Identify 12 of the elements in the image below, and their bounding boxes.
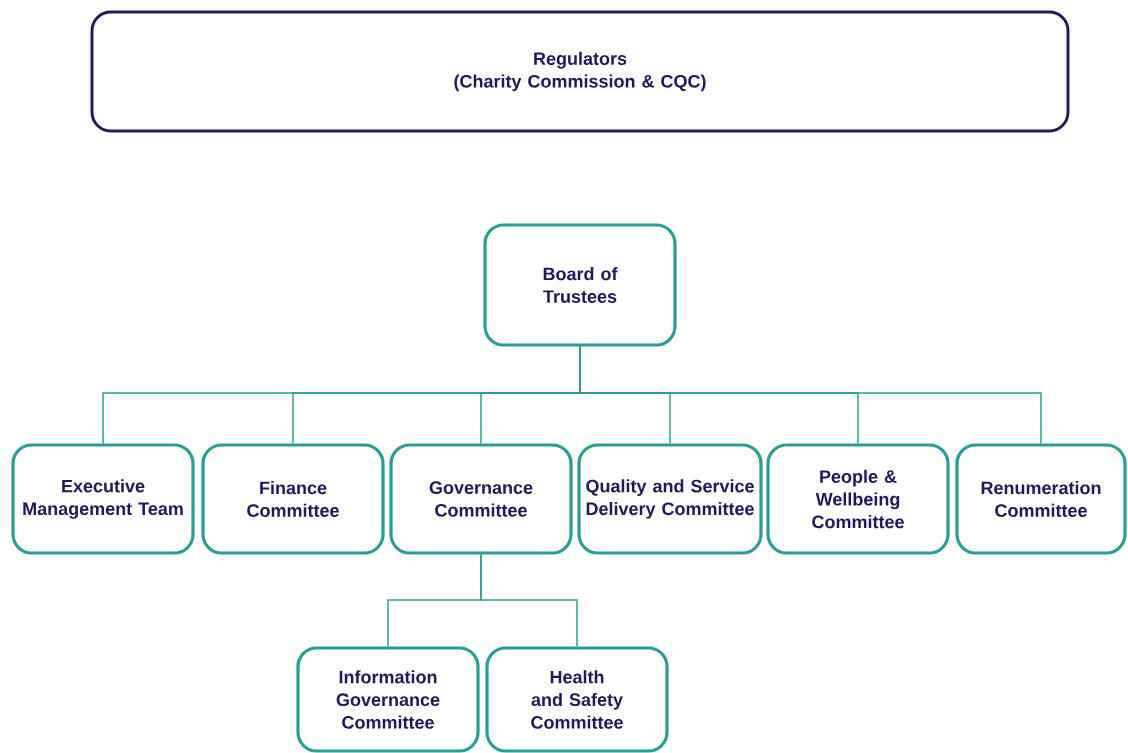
connector-line: [480, 553, 578, 648]
committee-box: Board of Trustees: [483, 223, 677, 347]
committee-box: Renumeration Committee: [955, 443, 1127, 555]
committee-box: People & Wellbeing Committee: [766, 443, 950, 555]
regulator-box: Regulators (Charity Commission & CQC): [90, 10, 1070, 133]
committee-box: Executive Management Team: [11, 443, 195, 555]
committee-box: Finance Committee: [201, 443, 385, 555]
committee-box: Health and Safety Committee: [485, 646, 669, 753]
connector-line: [579, 345, 1042, 445]
committee-box: Governance Committee: [389, 443, 573, 555]
committee-box: Quality and Service Delivery Committee: [577, 443, 763, 555]
committee-box: Information Governance Committee: [296, 646, 480, 753]
